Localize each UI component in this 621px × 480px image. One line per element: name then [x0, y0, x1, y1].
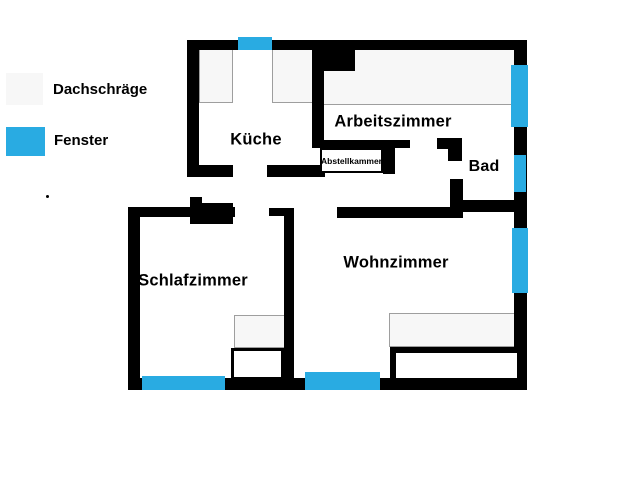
wall-bad-bottom: [450, 200, 527, 212]
window-wohnzimmer-right: [512, 228, 528, 293]
wall-hall-corner-horizontal: [269, 208, 294, 216]
room-label-bad: Bad: [468, 158, 500, 175]
wall-schlafzimmer-left: [128, 207, 140, 390]
wall-kueche-bottom-right: [267, 165, 325, 177]
wall-schlafzimmer-top-block: [190, 203, 233, 224]
legend-fenster-swatch: [6, 127, 45, 156]
window-bad-right: [514, 155, 526, 192]
wall-schlafzimmer-right: [284, 208, 294, 383]
wall-abstellkammer-top: [313, 140, 410, 148]
room-label-kueche: Küche: [230, 130, 282, 149]
room-label-arbeitszimmer: Arbeitszimmer: [334, 112, 452, 131]
wall-arbeitszimmer-chimney-block: [314, 43, 355, 71]
wall-bad-top-step: [448, 149, 462, 161]
wall-bad-top: [437, 138, 462, 149]
dachschraege-wohnzimmer: [389, 313, 517, 347]
room-label-wohnzimmer: Wohnzimmer: [343, 253, 449, 272]
window-schlafzimmer-bottom: [142, 376, 225, 390]
furniture-box-schlafzimmer: [231, 348, 284, 380]
room-label-abstellkammer: Abstellkammer: [321, 155, 382, 166]
dachschraege-schlafzimmer: [234, 315, 286, 348]
wall-schlafzimmer-top: [128, 207, 235, 217]
legend-dachschraege-swatch: [6, 73, 43, 105]
legend-fenster-label: Fenster: [54, 132, 109, 149]
wall-wohnzimmer-top: [337, 207, 463, 218]
dot-mark: [46, 195, 49, 198]
window-arbeitszimmer-right: [511, 65, 528, 127]
furniture-box-wohnzimmer: [390, 347, 517, 378]
wall-abstellkammer-right: [383, 140, 395, 174]
dachschraege-kueche-right: [272, 47, 313, 103]
wall-right: [514, 40, 527, 390]
legend-dachschraege-label: Dachschräge: [53, 81, 148, 98]
window-kueche-top: [238, 37, 272, 50]
window-wohnzimmer-bottom: [305, 372, 380, 390]
room-abstellkammer-box: Abstellkammer: [320, 148, 383, 173]
wall-top: [187, 40, 527, 50]
dachschraege-kueche-left: [199, 47, 233, 103]
room-label-schlafzimmer: Schlafzimmer: [138, 271, 248, 290]
wall-kueche-bottom-left: [187, 165, 233, 177]
wall-schlafzimmer-top-nub: [190, 197, 202, 205]
wall-kueche-left: [187, 40, 199, 177]
